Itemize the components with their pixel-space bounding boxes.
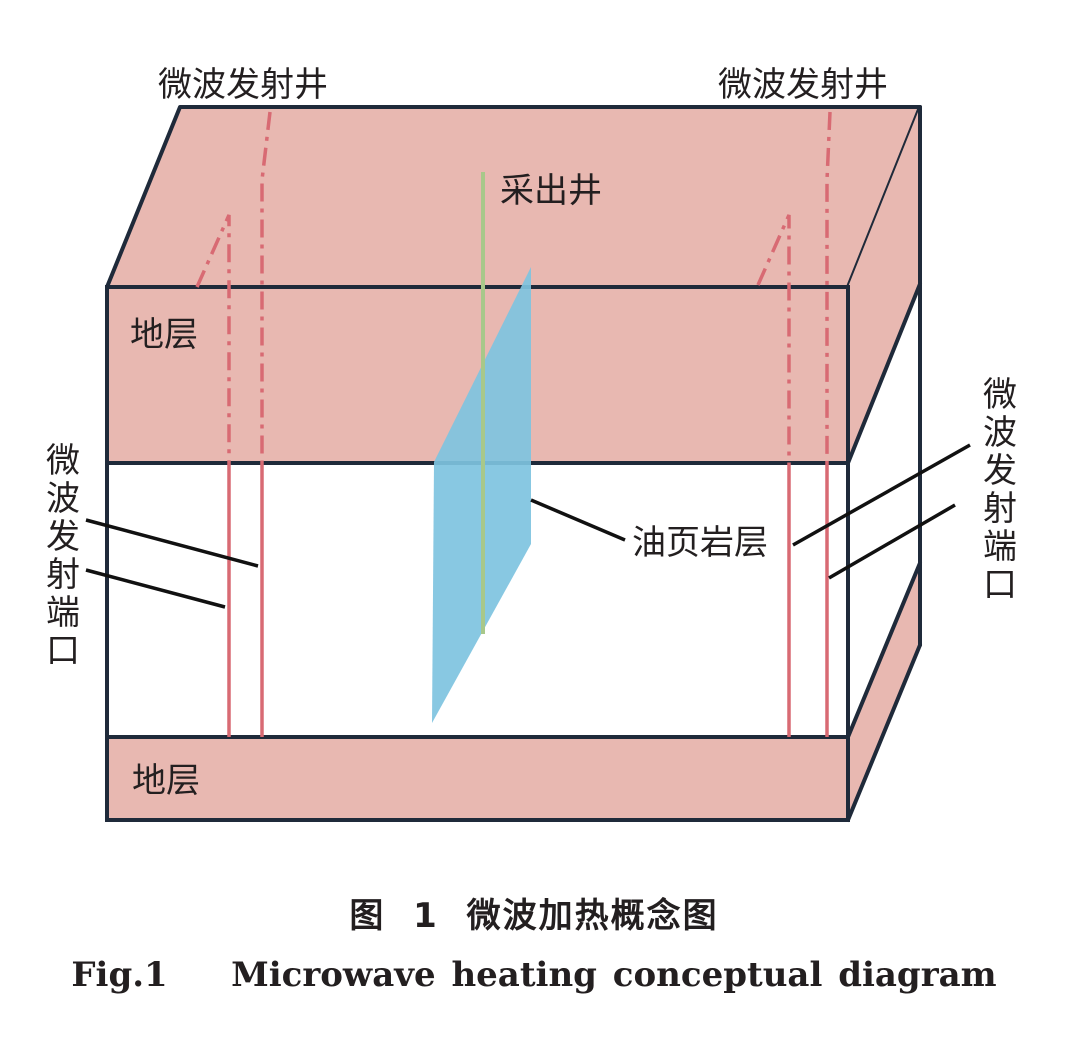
leader-lines xyxy=(85,443,971,609)
label-oil-shale-layer: 油页岩层 xyxy=(632,523,768,563)
figure-caption-en: Fig.1 Microwave heating conceptual diagr… xyxy=(0,955,1068,995)
figure-caption-cn: 图 1 微波加热概念图 xyxy=(0,888,1068,937)
label-well-top-right: 微波发射井 xyxy=(718,65,888,105)
label-stratum-upper: 地层 xyxy=(130,315,198,355)
leader-oil-shale-left xyxy=(530,498,626,542)
port-left-char: 波 xyxy=(46,479,80,519)
port-right-char: 发 xyxy=(983,451,1017,491)
left-well-a-hidden xyxy=(195,214,231,463)
caption-cn-prefix: 图 1 xyxy=(349,896,439,936)
leader-port-left-a xyxy=(85,518,259,568)
port-right-char: 射 xyxy=(983,489,1017,529)
right-well-b-hidden xyxy=(825,111,832,463)
label-port-left: 微 波 发 射 端 口 xyxy=(46,441,80,671)
right-face-lower-stratum xyxy=(848,563,920,820)
caption-en-title: Microwave heating conceptual diagram xyxy=(231,955,997,995)
leader-oil-shale-right xyxy=(792,443,971,547)
label-stratum-lower: 地层 xyxy=(132,761,200,801)
microwave-heating-diagram: 微波发射井 微波发射井 采出井 地层 地层 油页岩层 微 波 发 射 端 口 微… xyxy=(46,65,1017,822)
label-production-well: 采出井 xyxy=(500,171,602,211)
port-right-char: 端 xyxy=(983,527,1017,567)
left-well-b-hidden xyxy=(260,111,272,463)
port-left-char: 微 xyxy=(46,441,80,481)
port-right-char: 波 xyxy=(983,413,1017,453)
port-left-char: 端 xyxy=(46,593,80,633)
label-port-right: 微 波 发 射 端 口 xyxy=(983,375,1017,605)
leader-port-right xyxy=(828,503,956,580)
port-left-char: 口 xyxy=(46,631,80,671)
port-left-char: 发 xyxy=(46,517,80,557)
port-right-char: 口 xyxy=(983,565,1017,605)
right-face-upper-stratum xyxy=(848,107,920,463)
caption-cn-title: 微波加热概念图 xyxy=(466,896,719,936)
port-right-char: 微 xyxy=(983,375,1017,415)
port-left-char: 射 xyxy=(46,555,80,595)
right-face-edges xyxy=(846,105,922,822)
label-well-top-left: 微波发射井 xyxy=(158,65,328,105)
leader-port-left-b xyxy=(85,568,226,609)
left-microwave-well-pair xyxy=(195,111,272,737)
lower-stratum-front xyxy=(105,735,850,822)
caption-en-prefix: Fig.1 xyxy=(71,955,168,995)
right-microwave-well-pair xyxy=(756,111,832,737)
right-well-a-hidden xyxy=(756,214,791,463)
